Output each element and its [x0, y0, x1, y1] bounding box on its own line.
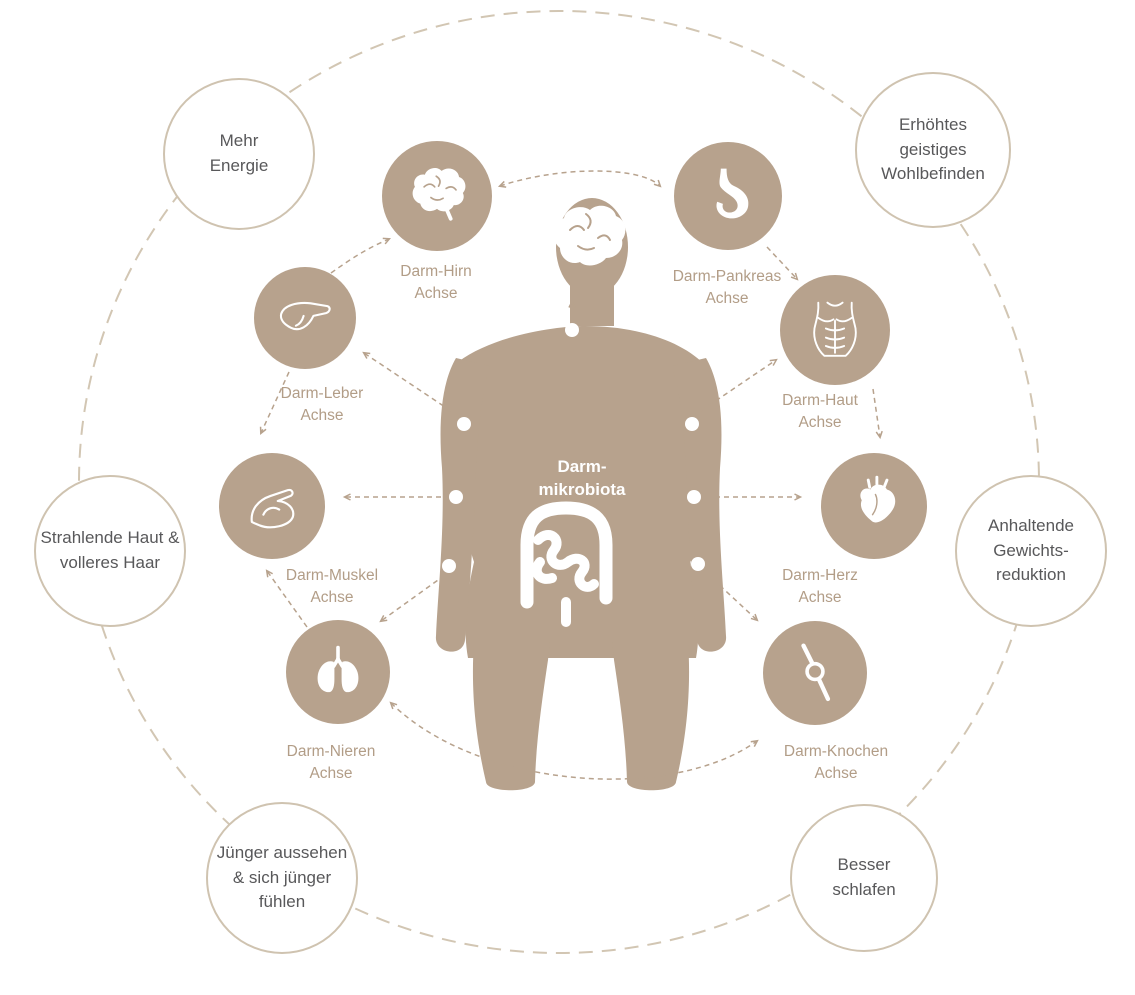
connection-nodes	[442, 323, 705, 573]
axis-label-darm-hirn: Darm-Hirn Achse	[366, 261, 506, 304]
benefit-label: Besser schlafen	[832, 853, 895, 902]
organ-circle-darm-pankreas	[674, 142, 782, 250]
intestines-illustration	[520, 501, 613, 627]
benefit-line: Energie	[209, 156, 269, 175]
stomach-icon	[716, 168, 749, 219]
benefit-line: reduktion	[996, 565, 1066, 585]
axis-label-line: Darm-Muskel	[285, 567, 379, 584]
axis-label-darm-leber: Darm-Leber Achse	[252, 383, 392, 426]
organ-circle-darm-nieren	[286, 620, 390, 724]
center-label-darm-mikrobiota: Darm- mikrobiota	[512, 456, 652, 502]
axis-label-line: Darm-Pankreas	[672, 268, 782, 285]
axis-label-line: Achse	[309, 764, 353, 782]
benefit-label: Anhaltende Gewichts- reduktion	[988, 514, 1074, 588]
torso-abs-icon	[813, 301, 857, 357]
axis-label-darm-knochen: Darm-Knochen Achse	[766, 741, 906, 784]
benefit-line: Strahlende Haut &	[40, 528, 180, 548]
benefit-label: Erhöhtes geistiges Wohlbefinden	[881, 113, 985, 187]
center-label-line: mikrobiota	[538, 479, 626, 499]
axis-label-line: Darm-Hirn	[400, 263, 472, 280]
benefit-gewichtsreduktion: Anhaltende Gewichts- reduktion	[955, 475, 1107, 627]
benefit-line: Gewichts-	[993, 540, 1069, 560]
axis-label-darm-pankreas: Darm-Pankreas Achse	[652, 266, 802, 309]
benefit-label: Strahlende Haut & volleres Haar	[41, 526, 180, 575]
axis-label-line: Achse	[310, 588, 354, 606]
axis-label-line: Achse	[814, 764, 858, 782]
axis-label-line: Darm-Nieren	[286, 743, 376, 760]
center-label-line: Darm-	[557, 457, 607, 476]
organ-circle-darm-muskel	[219, 453, 325, 559]
benefit-line: Anhaltende	[987, 516, 1075, 536]
bicep-icon	[250, 488, 295, 529]
benefit-line: geistiges	[899, 139, 967, 159]
axis-label-line: Achse	[414, 284, 458, 302]
organ-circle-darm-haut	[780, 275, 890, 385]
axis-label-line: Darm-Leber	[280, 385, 364, 402]
axis-label-line: Achse	[300, 406, 344, 424]
benefit-line: Besser	[837, 855, 891, 875]
benefit-line: Jünger aussehen	[216, 843, 348, 863]
benefit-haut-und-haar: Strahlende Haut & volleres Haar	[34, 475, 186, 627]
axis-label-darm-muskel: Darm-Muskel Achse	[262, 565, 402, 608]
benefit-line: Wohlbefinden	[881, 164, 985, 184]
knee-joint-icon	[801, 643, 831, 702]
axis-label-line: Achse	[705, 289, 749, 307]
axis-label-darm-haut: Darm-Haut Achse	[750, 390, 890, 433]
organ-circle-darm-knochen	[763, 621, 867, 725]
benefit-line: & sich jünger	[232, 867, 332, 887]
brain-illustration	[553, 205, 626, 266]
axis-label-line: Darm-Knochen	[783, 743, 889, 760]
axis-label-darm-herz: Darm-Herz Achse	[750, 565, 890, 608]
benefit-line: Mehr	[219, 131, 259, 151]
benefit-mehr-energie: Mehr Energie	[163, 78, 315, 230]
organ-circle-darm-herz	[821, 453, 927, 559]
benefit-line: fühlen	[258, 892, 306, 912]
axis-label-line: Achse	[798, 588, 842, 606]
benefit-geistiges-wohlbefinden: Erhöhtes geistiges Wohlbefinden	[855, 72, 1011, 228]
lungs-icon	[317, 645, 359, 693]
liver-icon	[279, 301, 331, 331]
benefit-line: schlafen	[832, 880, 896, 899]
benefit-line: Erhöhtes	[898, 115, 968, 135]
benefit-line: volleres Haar	[59, 553, 161, 572]
benefit-label: Mehr Energie	[210, 129, 269, 178]
benefit-besser-schlafen: Besser schlafen	[790, 804, 938, 952]
heart-icon	[860, 475, 896, 523]
organ-circle-darm-hirn	[382, 141, 492, 251]
axis-label-line: Darm-Herz	[782, 567, 858, 584]
axis-label-line: Achse	[798, 413, 842, 431]
benefit-juenger-fuehlen: Jünger aussehen & sich jünger fühlen	[206, 802, 358, 954]
connector-arrows	[259, 170, 883, 780]
benefit-label: Jünger aussehen & sich jünger fühlen	[217, 841, 347, 915]
brain-icon	[412, 167, 466, 221]
axis-label-line: Darm-Haut	[782, 392, 858, 409]
axis-label-darm-nieren: Darm-Nieren Achse	[261, 741, 401, 784]
organ-circle-darm-leber	[254, 267, 356, 369]
